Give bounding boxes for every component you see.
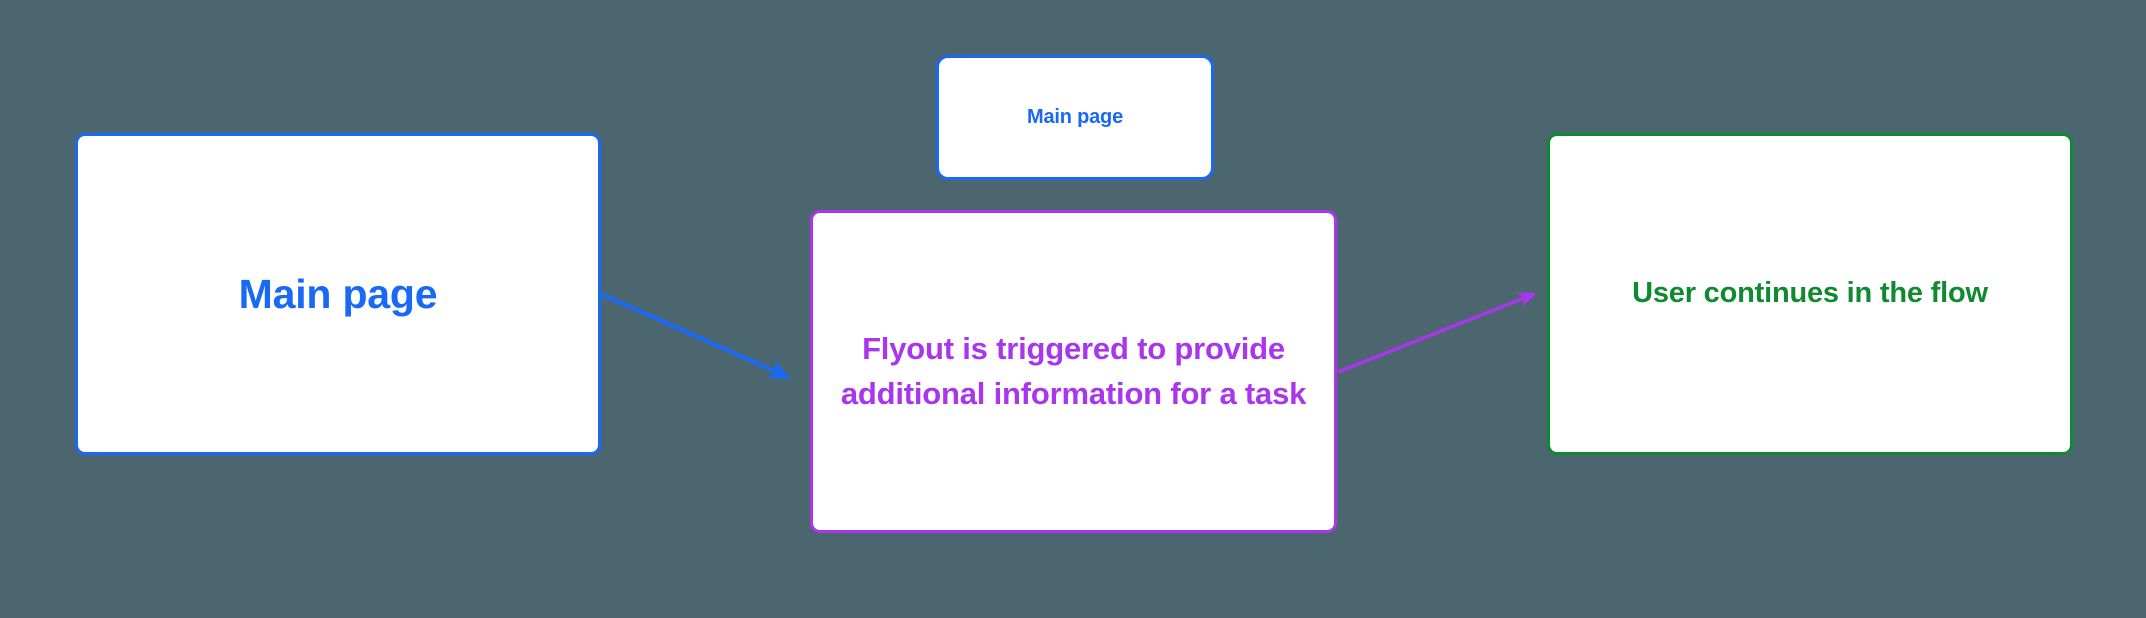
node-flyout[interactable]: Flyout is triggered to provide additiona… (810, 210, 1337, 533)
node-main-page-small[interactable]: Main page (936, 55, 1214, 180)
edge-flyout-to-user (1337, 292, 1537, 374)
node-main-page-large-label: Main page (238, 270, 438, 317)
node-main-page-small-label: Main page (1027, 105, 1123, 128)
edge-main-to-flyout (600, 292, 791, 379)
node-user-continues[interactable]: User continues in the flow (1547, 133, 2073, 455)
node-flyout-label: Flyout is triggered to provide additiona… (840, 330, 1307, 411)
node-main-page-large[interactable]: Main page (75, 133, 601, 455)
node-user-continues-label: User continues in the flow (1632, 277, 1988, 310)
